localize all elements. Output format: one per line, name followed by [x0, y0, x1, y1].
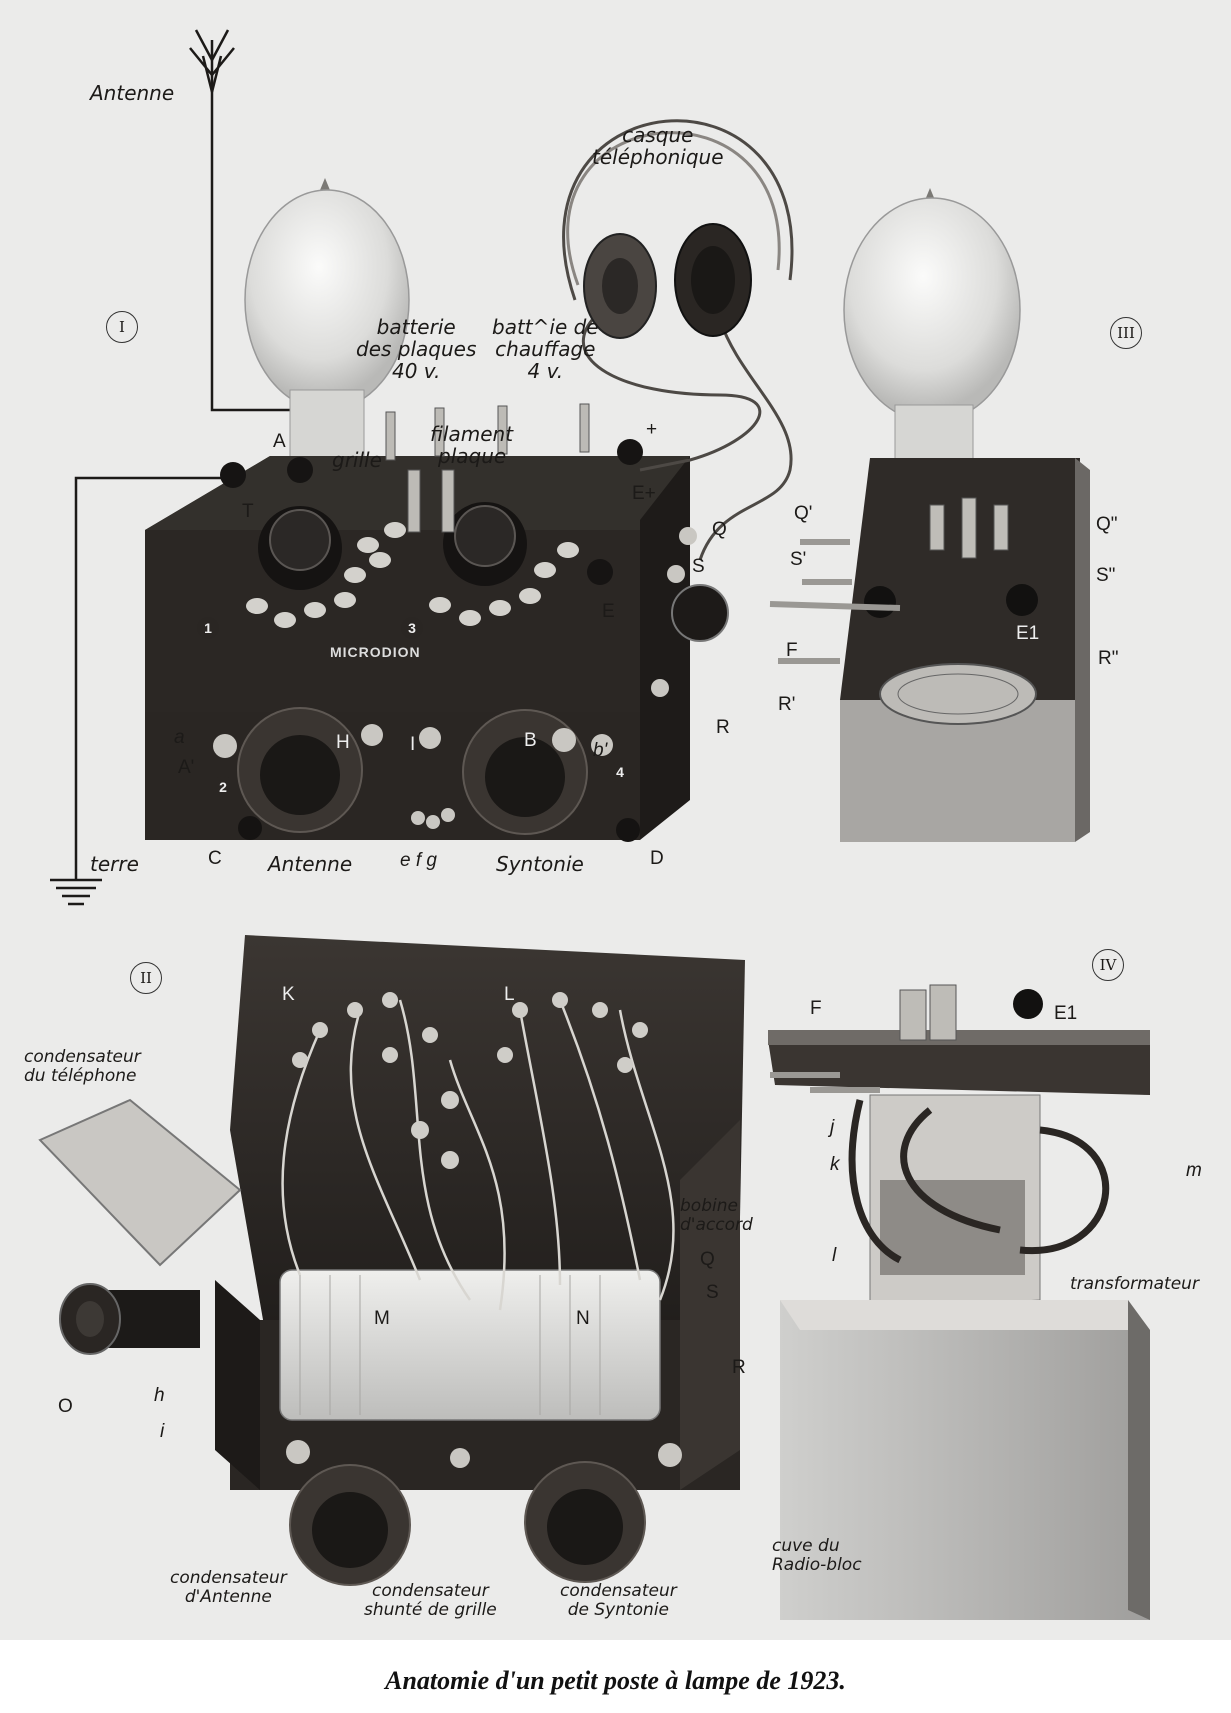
roman-III: III	[1110, 317, 1142, 349]
letter-F: F	[786, 640, 798, 661]
transformer-assembly	[768, 984, 1150, 1620]
letter-Q3: Q	[700, 1249, 715, 1270]
num-1: 1	[197, 617, 219, 639]
label-antenne-bottom: Antenne	[268, 852, 353, 876]
letter-l: l	[832, 1245, 837, 1266]
receiver-box	[145, 403, 729, 842]
letter-C: C	[208, 848, 222, 869]
letter-R3: R	[732, 1357, 746, 1378]
letter-plus-top: +	[646, 419, 658, 440]
vacuum-tube-icon	[244, 178, 410, 461]
letter-S1: S'	[790, 549, 807, 570]
letter-O: O	[58, 1396, 73, 1417]
letter-M: M	[374, 1308, 390, 1329]
letter-S3: S	[706, 1282, 719, 1303]
letter-E-plus: E+	[632, 483, 656, 504]
letter-N: N	[576, 1308, 590, 1329]
letter-E: E	[602, 601, 615, 622]
figure-caption: Anatomie d'un petit poste à lampe de 192…	[385, 1666, 846, 1695]
num-2: 2	[212, 776, 234, 798]
num-3: 3	[401, 617, 423, 639]
letter-k: k	[830, 1154, 840, 1175]
vacuum-tube-icon-2	[843, 188, 1021, 481]
num-4: 4	[609, 761, 631, 783]
letter-D: D	[650, 848, 664, 869]
illustration	[38, 29, 1150, 1620]
letter-efg: e f g	[400, 850, 437, 871]
letter-H: H	[336, 732, 350, 753]
label-transformateur: transformateur	[1070, 1274, 1199, 1294]
brand-microdion: MICRODION	[330, 644, 421, 660]
letter-j: j	[830, 1117, 835, 1138]
roman-IV: IV	[1092, 949, 1124, 981]
letter-E1b: E1	[1054, 1003, 1078, 1024]
letter-T: T	[242, 501, 254, 522]
letter-Q1: Q'	[794, 503, 813, 524]
letter-Q2: Q"	[1096, 514, 1118, 535]
letter-F2: F	[810, 998, 822, 1019]
ground-icon	[50, 476, 236, 906]
label-syntonie: Syntonie	[496, 852, 584, 876]
letter-E1: E1	[1016, 623, 1040, 644]
letter-R: R	[716, 717, 730, 738]
label-grille: grille	[332, 448, 382, 472]
roman-I: I	[106, 311, 138, 343]
letter-R1: R'	[778, 694, 796, 715]
letter-R2: R"	[1098, 648, 1119, 669]
roman-II: II	[130, 962, 162, 994]
letter-h: h	[154, 1385, 165, 1406]
letter-m: m	[1186, 1160, 1202, 1181]
letter-A1: A'	[178, 757, 195, 778]
letter-i: i	[160, 1421, 165, 1442]
label-terre: terre	[90, 852, 139, 876]
letter-B: B	[524, 730, 537, 751]
letter-I: I	[410, 734, 416, 755]
letter-A: A	[273, 431, 286, 452]
letter-L: L	[504, 984, 515, 1005]
open-receiver	[38, 935, 745, 1586]
letter-b: b'	[593, 740, 608, 761]
letter-a: a	[174, 727, 185, 748]
letter-Q: Q	[712, 519, 727, 540]
headphones-icon	[562, 119, 794, 561]
label-antenne-top: Antenne	[90, 81, 175, 105]
letter-K: K	[282, 984, 295, 1005]
radio-bloc-box	[769, 458, 1090, 842]
letter-S: S	[692, 556, 705, 577]
letter-S2: S"	[1096, 565, 1116, 586]
